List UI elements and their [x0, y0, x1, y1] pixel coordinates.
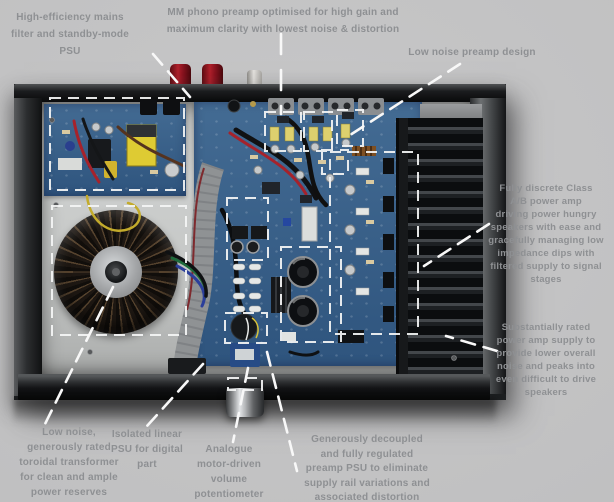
- leader-line-power-supply: [444, 334, 499, 353]
- annotation-preamp-psu: Generously decoupled and fully regulated…: [304, 434, 430, 502]
- annotation-digital-psu: Isolated linear PSU for digital part: [111, 429, 183, 470]
- highlight-box-power-supply: [280, 246, 342, 343]
- antenna-connector: [247, 70, 262, 88]
- highlight-box-phono-2: [303, 111, 333, 152]
- highlight-box-preamp-psu: [226, 197, 269, 261]
- transformer-hub-bolt: [105, 261, 127, 283]
- leader-line-transformer: [43, 285, 115, 426]
- leader-line-volume-pot: [231, 366, 250, 444]
- highlight-box-knob-shaft: [227, 377, 263, 391]
- annotation-mains-psu: High-efficiency mains filter and standby…: [11, 12, 129, 57]
- highlight-box-transformer: [51, 205, 187, 336]
- leader-line-mains-psu: [151, 52, 192, 99]
- floor-screws: [49, 117, 457, 361]
- chassis-left-wall: [14, 98, 42, 396]
- highlight-box-mains-psu: [49, 97, 185, 191]
- leader-line-preamp: [345, 62, 462, 139]
- annotation-preamp: Low noise preamp design: [408, 47, 536, 58]
- annotation-phono-preamp: MM phono preamp optimised for high gain …: [166, 7, 400, 35]
- highlight-box-power-amp: [329, 151, 419, 335]
- highlight-box-preamp-2: [321, 149, 349, 175]
- fuse-cap-left: [170, 64, 191, 88]
- fuse-cap-right: [202, 64, 223, 88]
- annotation-power-supply: Substantially rated power amp supply to …: [495, 322, 597, 398]
- rear-connectors: [140, 98, 384, 115]
- leader-line-digital-psu: [145, 362, 205, 428]
- reservoir-capacitors: [287, 256, 319, 327]
- rear-panel: [14, 84, 506, 102]
- volume-knob: [226, 388, 264, 417]
- mains-psu-board: [44, 104, 186, 196]
- annotation-volume-pot: Analogue motor-driven volume potentiomet…: [194, 444, 264, 500]
- leader-line-preamp-psu: [265, 350, 299, 473]
- annotation-transformer: Low noise, generously rated toroidal tra…: [19, 427, 119, 498]
- annotation-power-amp: Fully discrete Class A/B power amp drivi…: [488, 183, 604, 285]
- highlight-box-potentiometer: [224, 312, 268, 344]
- highlight-box-phono-1: [264, 111, 302, 152]
- leader-line-power-amp: [422, 222, 491, 268]
